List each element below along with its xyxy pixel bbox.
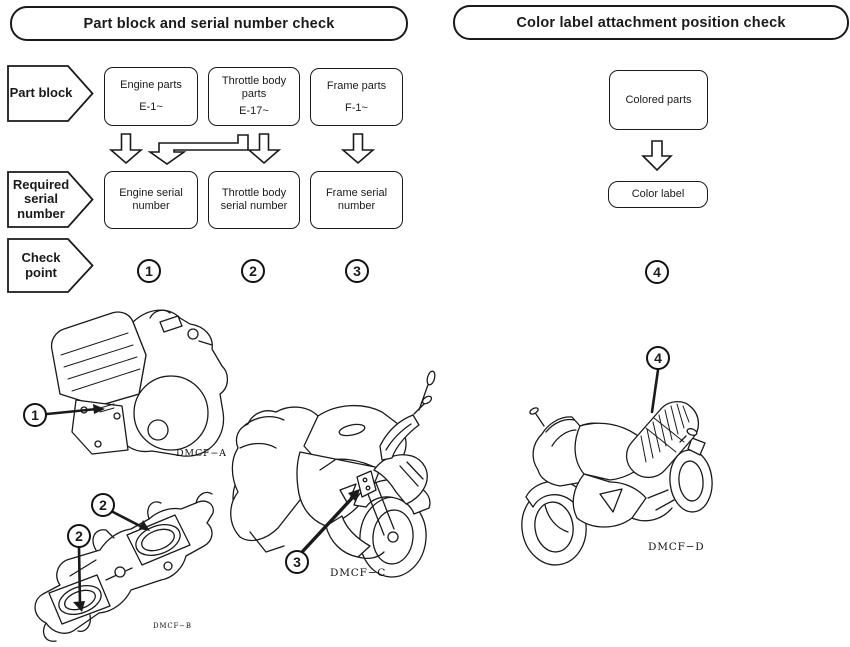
callout-2a: 2: [91, 493, 115, 517]
box-title: Throttle body parts: [221, 75, 287, 100]
steering-head-plate: [356, 470, 377, 498]
box-throttle-serial-number: Throttle body serial number: [208, 171, 300, 229]
arrow-elbow-throttle-to-engine-serial: [147, 134, 249, 165]
tail-cowl: [625, 401, 700, 479]
arrow-engine-down: [108, 133, 144, 165]
box-title: Engine serial number: [119, 187, 183, 212]
callout-1: 1: [23, 403, 47, 427]
caption-dmcf-c: DMCF−C: [330, 567, 387, 579]
motorcycle-rear-illustration: [521, 368, 713, 566]
throttle-upper-bore: [135, 524, 181, 556]
pentagon-shape: [7, 238, 94, 293]
pentagon-shape: [7, 171, 94, 228]
lower-cowl: [325, 515, 371, 558]
engine-mount-plate: [71, 399, 129, 455]
callout-2b: 2: [67, 524, 91, 548]
engine-illustration: [45, 309, 229, 457]
box-title: Color label: [631, 188, 685, 200]
callout-2b-arrow: [73, 546, 85, 612]
box-engine-parts: Engine parts E-1~: [104, 67, 198, 126]
rear-wheel: [669, 449, 713, 513]
row-label-text: Check point: [21, 250, 61, 280]
tail-cowl-hatching: [640, 403, 690, 463]
engine-cylinder-head: [50, 311, 147, 407]
part-serial-check-header: Part block and serial number check: [10, 6, 408, 41]
check-point-2: 2: [241, 259, 265, 283]
check-point-1: 1: [137, 259, 161, 283]
box-colored-parts: Colored parts: [609, 70, 708, 130]
box-code: F-1~: [345, 101, 368, 114]
engine-clutch-cover: [133, 375, 209, 451]
row-label-required-serial: Required serial number: [7, 171, 94, 228]
row-label-text: Required serial number: [12, 176, 70, 221]
row-label-check-point: Check point: [7, 238, 94, 293]
box-throttle-body-parts: Throttle body parts E-17~: [208, 67, 300, 126]
caption-dmcf-a: DMCF−A: [176, 448, 227, 459]
caption-dmcf-b: DMCF−B: [153, 622, 192, 630]
caption-dmcf-d: DMCF−D: [648, 541, 705, 553]
box-frame-serial-number: Frame serial number: [310, 171, 403, 229]
engine-serial-pad: [99, 403, 115, 413]
color-label-check-header: Color label attachment position check: [453, 5, 849, 40]
box-title: Throttle body serial number: [220, 187, 288, 212]
box-color-label: Color label: [608, 181, 708, 208]
arrow-colored-parts-down: [641, 140, 673, 172]
pentagon-shape: [7, 65, 94, 122]
callout-4-pointer: [650, 368, 660, 414]
box-code: E-1~: [139, 101, 163, 113]
box-title: Colored parts: [625, 93, 692, 106]
callout-3-arrow: [301, 489, 360, 553]
box-frame-parts: Frame parts F-1~: [310, 68, 403, 126]
fairing-nose: [373, 454, 428, 505]
lower-body: [572, 473, 647, 528]
callout-2a-arrow: [109, 509, 150, 531]
box-title: Frame serial number: [325, 187, 388, 212]
row-label-text: Part block: [9, 85, 73, 101]
arrow-frame-down: [340, 133, 376, 165]
windscreen: [379, 414, 420, 461]
check-point-3: 3: [345, 259, 369, 283]
motorcycle-front-illustration: [230, 370, 436, 578]
box-code: E-17~: [239, 105, 269, 117]
throttle-body-illustration: [34, 491, 214, 642]
callout-3: 3: [285, 550, 309, 574]
row-label-part-block: Part block: [7, 65, 94, 122]
engine-clutch-hub: [147, 419, 169, 441]
engine-fins: [60, 332, 141, 392]
box-engine-serial-number: Engine serial number: [104, 171, 198, 229]
box-title: Frame parts: [326, 79, 387, 92]
check-point-4: 4: [645, 260, 669, 284]
callout-4: 4: [646, 346, 670, 370]
box-title: Engine parts: [120, 79, 182, 91]
callout-1-arrow: [45, 404, 105, 416]
arrow-throttle-down: [246, 133, 282, 165]
